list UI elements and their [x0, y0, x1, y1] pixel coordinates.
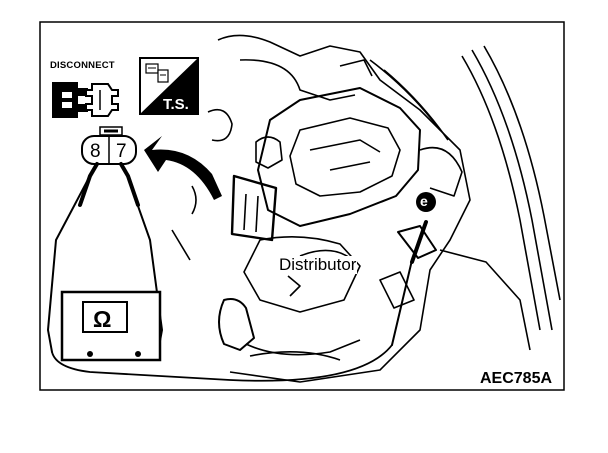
engine-illustration: [171, 34, 561, 383]
connector-pin-8: 8: [90, 141, 101, 162]
probe-marker-label: e: [420, 193, 428, 209]
distributor-label: Distributor: [278, 255, 358, 274]
connector-pin-7: 7: [116, 141, 127, 162]
connector-disconnect-icon: [52, 82, 119, 118]
troubleshooting-icon: [139, 57, 199, 115]
figure-code: AEC785A: [480, 370, 553, 387]
troubleshooting-label: T.S.: [163, 96, 189, 113]
ohm-symbol: Ω: [93, 306, 112, 332]
test-leads: [46, 162, 428, 382]
disconnect-label: DISCONNECT: [50, 60, 115, 71]
pointer-arrow: [144, 136, 222, 200]
probe-marker-badge: [416, 192, 436, 212]
ohmmeter-icon: [60, 290, 162, 362]
harness-connector: [81, 126, 137, 165]
